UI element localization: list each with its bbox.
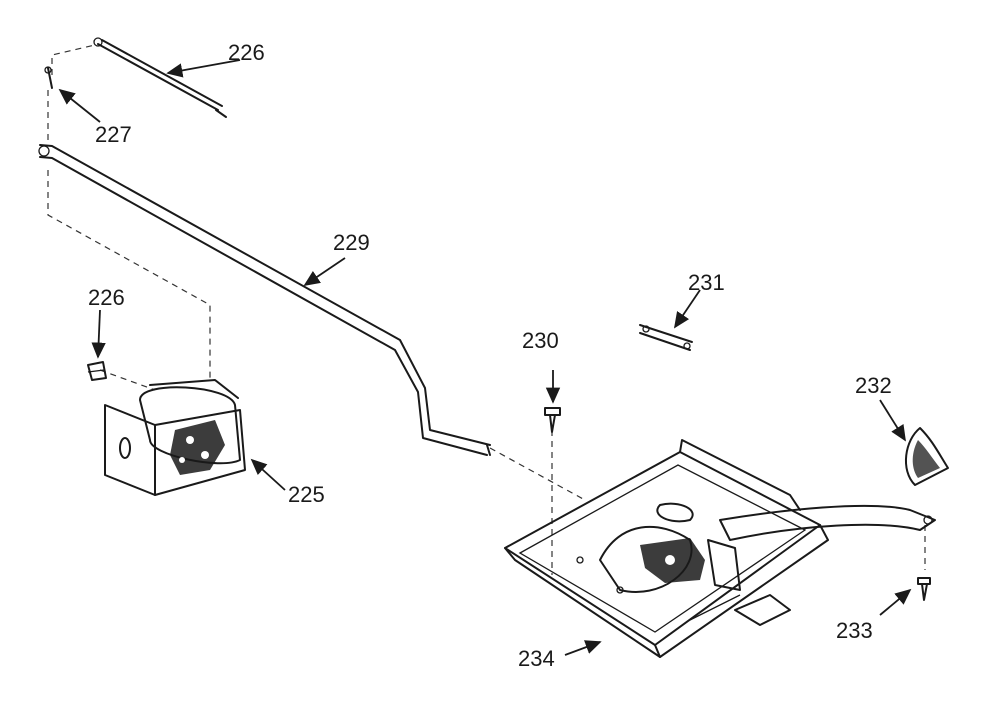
part-227-clip <box>44 66 53 89</box>
callout-229: 229 <box>333 230 370 255</box>
part-234-base <box>504 439 936 658</box>
callout-233: 233 <box>836 618 873 643</box>
part-229-link <box>38 144 491 456</box>
callout-226: 226 <box>88 285 125 310</box>
part-232-cap <box>904 427 949 486</box>
leader-lines <box>58 59 912 656</box>
part-230-screw <box>544 407 561 433</box>
part-233-screw <box>917 577 931 601</box>
callout-225: 225 <box>288 482 325 507</box>
callout-232: 232 <box>855 373 892 398</box>
callout-228: 226 <box>228 40 265 65</box>
callout-234: 234 <box>518 646 555 671</box>
callout-231: 231 <box>688 270 725 295</box>
part-231-spring <box>639 324 693 351</box>
callout-227: 227 <box>95 122 132 147</box>
part-226-screw <box>87 361 107 381</box>
part-228-rod <box>93 37 227 118</box>
part-225-motor <box>104 379 246 496</box>
callout-labels: 226 227 229 226 225 230 231 232 233 234 <box>88 40 892 671</box>
alignment-lines <box>47 44 926 575</box>
callout-230: 230 <box>522 328 559 353</box>
